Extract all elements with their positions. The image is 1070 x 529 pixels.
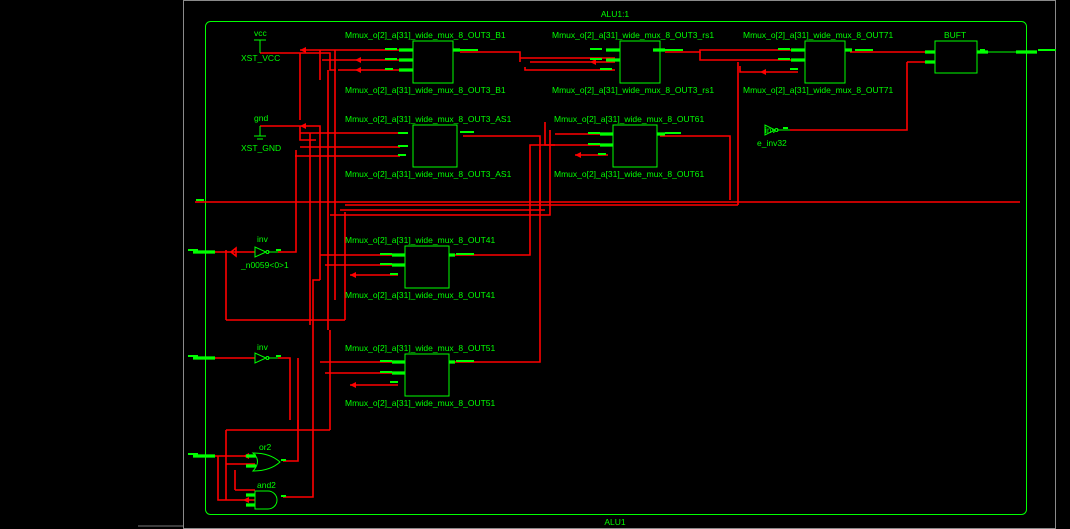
mux-61-instance: Mmux_o[2]_a[31]_wide_mux_8_OUT61 <box>554 169 705 179</box>
inv1-label: _n0059<0>1 <box>240 260 289 270</box>
pin-name-hints <box>188 48 1056 497</box>
mux-out3-rs1[interactable]: Mmux_o[2]_a[31]_wide_mux_8_OUT3_rs1 Mmux… <box>552 30 714 95</box>
nets <box>195 49 1020 501</box>
mux-71-title: Mmux_o[2]_a[31]_wide_mux_8_OUT71 <box>743 30 894 40</box>
mux-41-instance: Mmux_o[2]_a[31]_wide_mux_8_OUT41 <box>345 290 496 300</box>
module-name-label: ALU1 <box>604 517 626 527</box>
mux-out71[interactable]: Mmux_o[2]_a[31]_wide_mux_8_OUT71 Mmux_o[… <box>743 30 894 95</box>
mux-out3-b1[interactable]: Mmux_o[2]_a[31]_wide_mux_8_OUT3_B1 Mmux_… <box>345 30 506 95</box>
mux-out41[interactable]: Mmux_o[2]_a[31]_wide_mux_8_OUT41 Mmux_o[… <box>345 235 496 300</box>
gnd-symbol[interactable]: gnd XST_GND <box>241 113 281 153</box>
mux-rs1-title: Mmux_o[2]_a[31]_wide_mux_8_OUT3_rs1 <box>552 30 714 40</box>
e-inv32-label: e_inv32 <box>757 138 787 148</box>
mux-71-instance: Mmux_o[2]_a[31]_wide_mux_8_OUT71 <box>743 85 894 95</box>
mux-51-title: Mmux_o[2]_a[31]_wide_mux_8_OUT51 <box>345 343 496 353</box>
alu1-module-frame[interactable] <box>205 21 1027 515</box>
mux-out61[interactable]: Mmux_o[2]_a[31]_wide_mux_8_OUT61 Mmux_o[… <box>554 114 705 179</box>
vcc-symbol[interactable]: vcc XST_VCC <box>241 28 280 63</box>
or2-gate[interactable]: or2 <box>246 442 281 472</box>
buft[interactable]: BUFT <box>925 30 1037 74</box>
mux-as1-title: Mmux_o[2]_a[31]_wide_mux_8_OUT3_AS1 <box>345 114 512 124</box>
mux-out51[interactable]: Mmux_o[2]_a[31]_wide_mux_8_OUT51 Mmux_o[… <box>345 343 496 408</box>
xst-vcc-label: XST_VCC <box>241 53 280 63</box>
input-pins[interactable] <box>193 250 215 458</box>
inverter-n0059[interactable]: inv _n0059<0>1 <box>240 234 289 270</box>
and2-label: and2 <box>257 480 276 490</box>
inv2-type: inv <box>257 342 269 352</box>
inv1-type: inv <box>257 234 269 244</box>
mux-61-title: Mmux_o[2]_a[31]_wide_mux_8_OUT61 <box>554 114 705 124</box>
mux-rs1-instance: Mmux_o[2]_a[31]_wide_mux_8_OUT3_rs1 <box>552 85 714 95</box>
mux-as1-instance: Mmux_o[2]_a[31]_wide_mux_8_OUT3_AS1 <box>345 169 512 179</box>
mux-b1-instance: Mmux_o[2]_a[31]_wide_mux_8_OUT3_B1 <box>345 85 506 95</box>
inverter-e-inv32[interactable]: inv e_inv32 <box>757 124 790 148</box>
or2-label: or2 <box>259 442 272 452</box>
vcc-label: vcc <box>254 28 268 38</box>
inverter-2[interactable]: inv <box>254 342 278 364</box>
e-inv32-type: inv <box>765 125 777 135</box>
mux-b1-title: Mmux_o[2]_a[31]_wide_mux_8_OUT3_B1 <box>345 30 506 40</box>
mux-41-title: Mmux_o[2]_a[31]_wide_mux_8_OUT41 <box>345 235 496 245</box>
mux-51-instance: Mmux_o[2]_a[31]_wide_mux_8_OUT51 <box>345 398 496 408</box>
mux-out3-as1[interactable]: Mmux_o[2]_a[31]_wide_mux_8_OUT3_AS1 Mmux… <box>345 114 512 179</box>
xst-gnd-label: XST_GND <box>241 143 281 153</box>
and2-gate[interactable]: and2 <box>246 480 278 510</box>
gnd-label: gnd <box>254 113 268 123</box>
buft-title: BUFT <box>944 30 966 40</box>
module-instance-title: ALU1:1 <box>601 9 630 19</box>
